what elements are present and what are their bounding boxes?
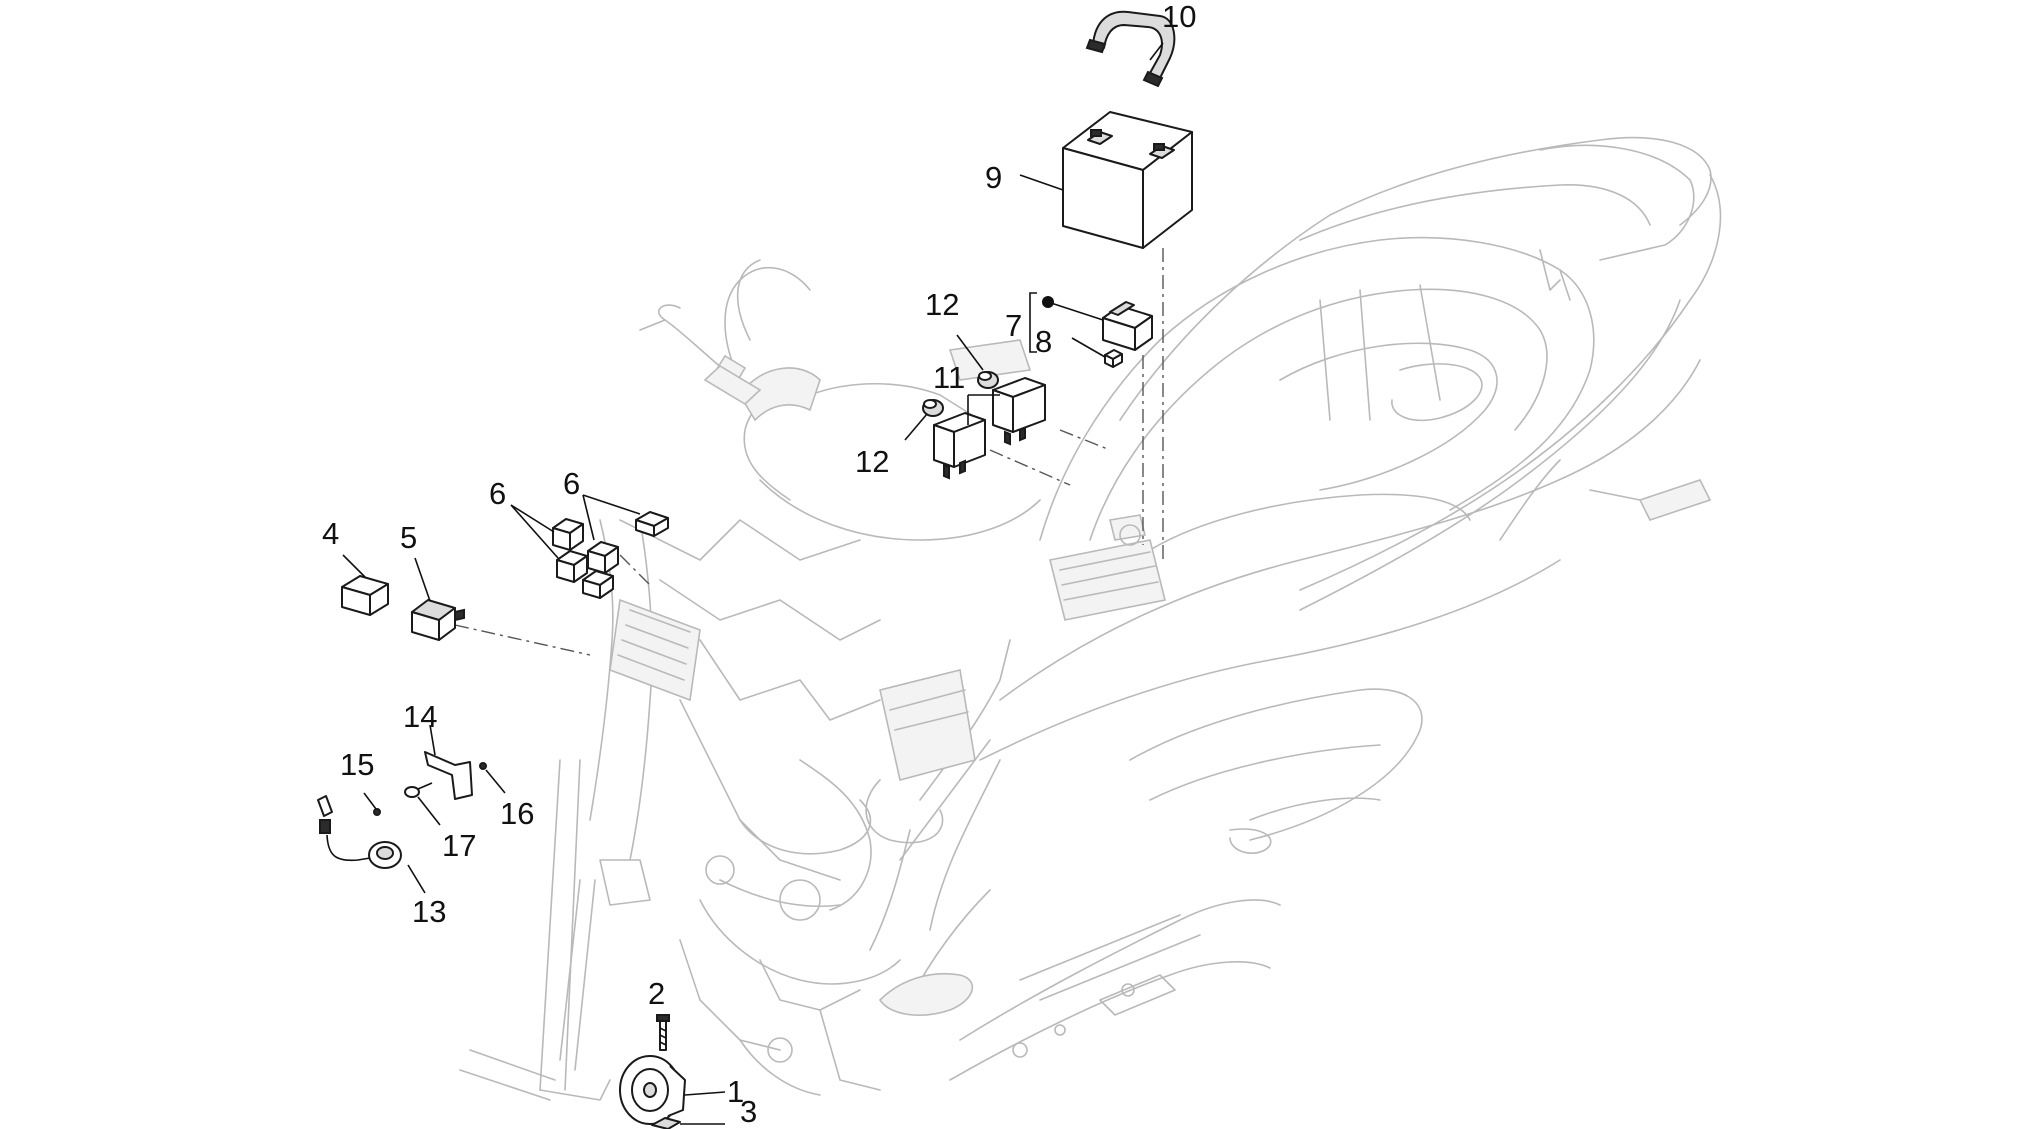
callout-12b: 12 bbox=[855, 444, 889, 479]
part-6-leaders bbox=[510, 494, 641, 559]
part-11-leaders bbox=[967, 394, 1000, 425]
callout-9: 9 bbox=[985, 160, 1002, 195]
callout-6a: 6 bbox=[489, 476, 506, 511]
part-6-fuse-c bbox=[587, 541, 619, 574]
part-1-horn bbox=[619, 1055, 726, 1125]
part-13-sensor bbox=[317, 795, 426, 894]
fuse6-axis-line bbox=[619, 554, 651, 586]
part-16-screw bbox=[479, 762, 506, 794]
part-14-bracket bbox=[424, 724, 473, 800]
scooter-body-outline bbox=[459, 136, 1722, 1101]
part-12-holder-a bbox=[956, 334, 999, 389]
callout-2: 2 bbox=[648, 976, 665, 1011]
part-6-fuse-a bbox=[552, 518, 584, 551]
callout-11: 11 bbox=[933, 360, 965, 395]
part-6-fuse-b bbox=[556, 550, 588, 583]
part-11-relay-a bbox=[992, 377, 1046, 446]
part-11-relay-b bbox=[933, 412, 986, 480]
callout-10: 10 bbox=[1162, 0, 1196, 34]
part-10-battery-strap bbox=[1085, 10, 1176, 88]
callout-5: 5 bbox=[400, 520, 417, 555]
relay11-axis-line bbox=[1059, 429, 1111, 451]
part-15-pin bbox=[363, 792, 381, 816]
callout-4: 4 bbox=[322, 516, 339, 551]
part-12-holder-b bbox=[904, 399, 944, 441]
relay12-axis-line bbox=[989, 449, 1071, 486]
bullet-dot bbox=[1042, 296, 1054, 308]
part-7-relay bbox=[1029, 292, 1153, 353]
part-6-fuse-d bbox=[582, 570, 614, 599]
callout-7: 7 bbox=[1005, 308, 1022, 343]
callout-12a: 12 bbox=[925, 287, 959, 322]
callout-13: 13 bbox=[412, 894, 446, 929]
part-2-bolt bbox=[656, 1014, 670, 1051]
part-5-switch bbox=[411, 557, 465, 641]
callout-14: 14 bbox=[403, 699, 437, 734]
callout-labels: 1 2 3 4 5 6 6 7 8 9 10 11 12 12 13 14 15… bbox=[322, 0, 1196, 1129]
part-3-bracket bbox=[651, 1117, 725, 1129]
part-17-washer bbox=[404, 782, 441, 826]
switch5-axis-line bbox=[454, 624, 591, 656]
part-6-fuse-e bbox=[635, 511, 669, 537]
callout-15: 15 bbox=[340, 747, 374, 782]
callout-17: 17 bbox=[442, 828, 476, 863]
callout-16: 16 bbox=[500, 796, 534, 831]
callout-3: 3 bbox=[740, 1094, 757, 1129]
callout-1: 1 bbox=[727, 1074, 744, 1109]
part-4-fuse-block bbox=[341, 554, 389, 616]
part-9-battery bbox=[1019, 111, 1193, 249]
callout-8: 8 bbox=[1035, 324, 1052, 359]
callout-6b: 6 bbox=[563, 466, 580, 501]
part-8-clip bbox=[1071, 337, 1123, 368]
